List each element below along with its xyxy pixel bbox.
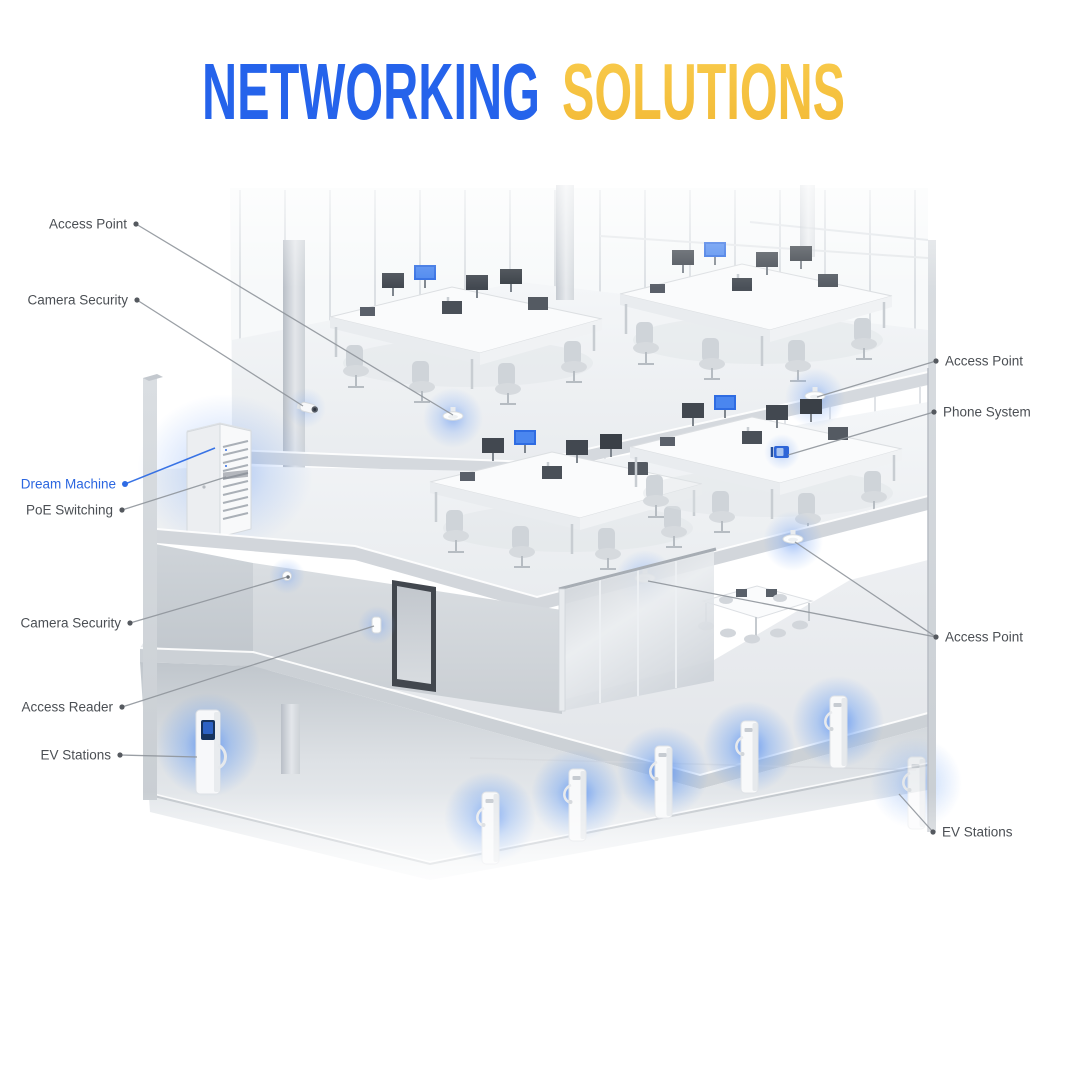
leader-line <box>121 476 227 511</box>
garage-column <box>281 704 300 774</box>
leader-line <box>136 299 304 407</box>
label-dream-machine: Dream Machine <box>21 477 116 492</box>
title-word-networking: NETWORKING <box>202 47 540 136</box>
label-dot <box>930 829 936 835</box>
label-dot <box>933 358 939 364</box>
label-dot <box>134 297 140 303</box>
floor-slab-middle <box>145 496 928 611</box>
right-exterior-wall <box>927 240 936 832</box>
label-dot <box>117 752 123 758</box>
ground-wall-left <box>145 542 253 668</box>
top-fade <box>125 140 955 288</box>
label-access-point-1: Access Point <box>49 217 127 232</box>
label-access-reader: Access Reader <box>21 700 113 715</box>
label-dot <box>931 409 937 415</box>
label-phone-system: Phone System <box>943 405 1031 420</box>
leader-line-dream-machine <box>124 447 216 485</box>
ev-charger <box>701 699 797 795</box>
label-ev-stations-right: EV Stations <box>942 825 1013 840</box>
access-reader-device <box>358 606 396 644</box>
leader-lines <box>119 223 937 833</box>
leader-line <box>121 625 375 708</box>
camera-security-device-ground <box>269 558 305 594</box>
leader-line <box>129 576 288 624</box>
door <box>392 580 436 692</box>
leader-line <box>119 754 198 758</box>
label-dot <box>127 620 133 626</box>
label-access-point-2: Access Point <box>945 354 1023 369</box>
leader-line <box>898 793 934 833</box>
label-dot <box>933 634 939 640</box>
access-point-device-ground <box>762 510 824 572</box>
meeting-room-glass <box>558 547 717 712</box>
leader-line <box>787 411 935 456</box>
left-exterior-wall <box>143 374 163 800</box>
poster-title: NETWORKING SOLUTIONS <box>202 47 845 136</box>
ev-charger <box>790 674 886 770</box>
label-poe-switching: PoE Switching <box>26 503 113 518</box>
server-rack-dream-machine <box>137 394 313 550</box>
leader-line <box>647 580 937 638</box>
label-camera-security-2: Camera Security <box>20 616 121 631</box>
floor-slab-ground <box>140 648 928 789</box>
access-point-device-top-right <box>784 367 846 429</box>
label-dot <box>133 221 139 227</box>
label-dot-dream-machine <box>122 481 128 487</box>
device-labels: Access Point Camera Security Dream Machi… <box>20 217 1030 840</box>
label-camera-security-1: Camera Security <box>27 293 128 308</box>
leader-line <box>794 541 937 638</box>
title-word-solutions: SOLUTIONS <box>562 47 845 136</box>
leader-line <box>816 360 937 398</box>
leader-line <box>135 223 454 416</box>
bottom-fade <box>110 792 970 920</box>
label-dot <box>119 507 125 513</box>
label-dot <box>119 704 125 710</box>
phone-system-device <box>764 434 800 470</box>
label-ev-stations-left: EV Stations <box>40 748 111 763</box>
ev-charger-main <box>156 693 260 797</box>
access-point-device-top-left <box>422 387 484 449</box>
label-access-point-3: Access Point <box>945 630 1023 645</box>
